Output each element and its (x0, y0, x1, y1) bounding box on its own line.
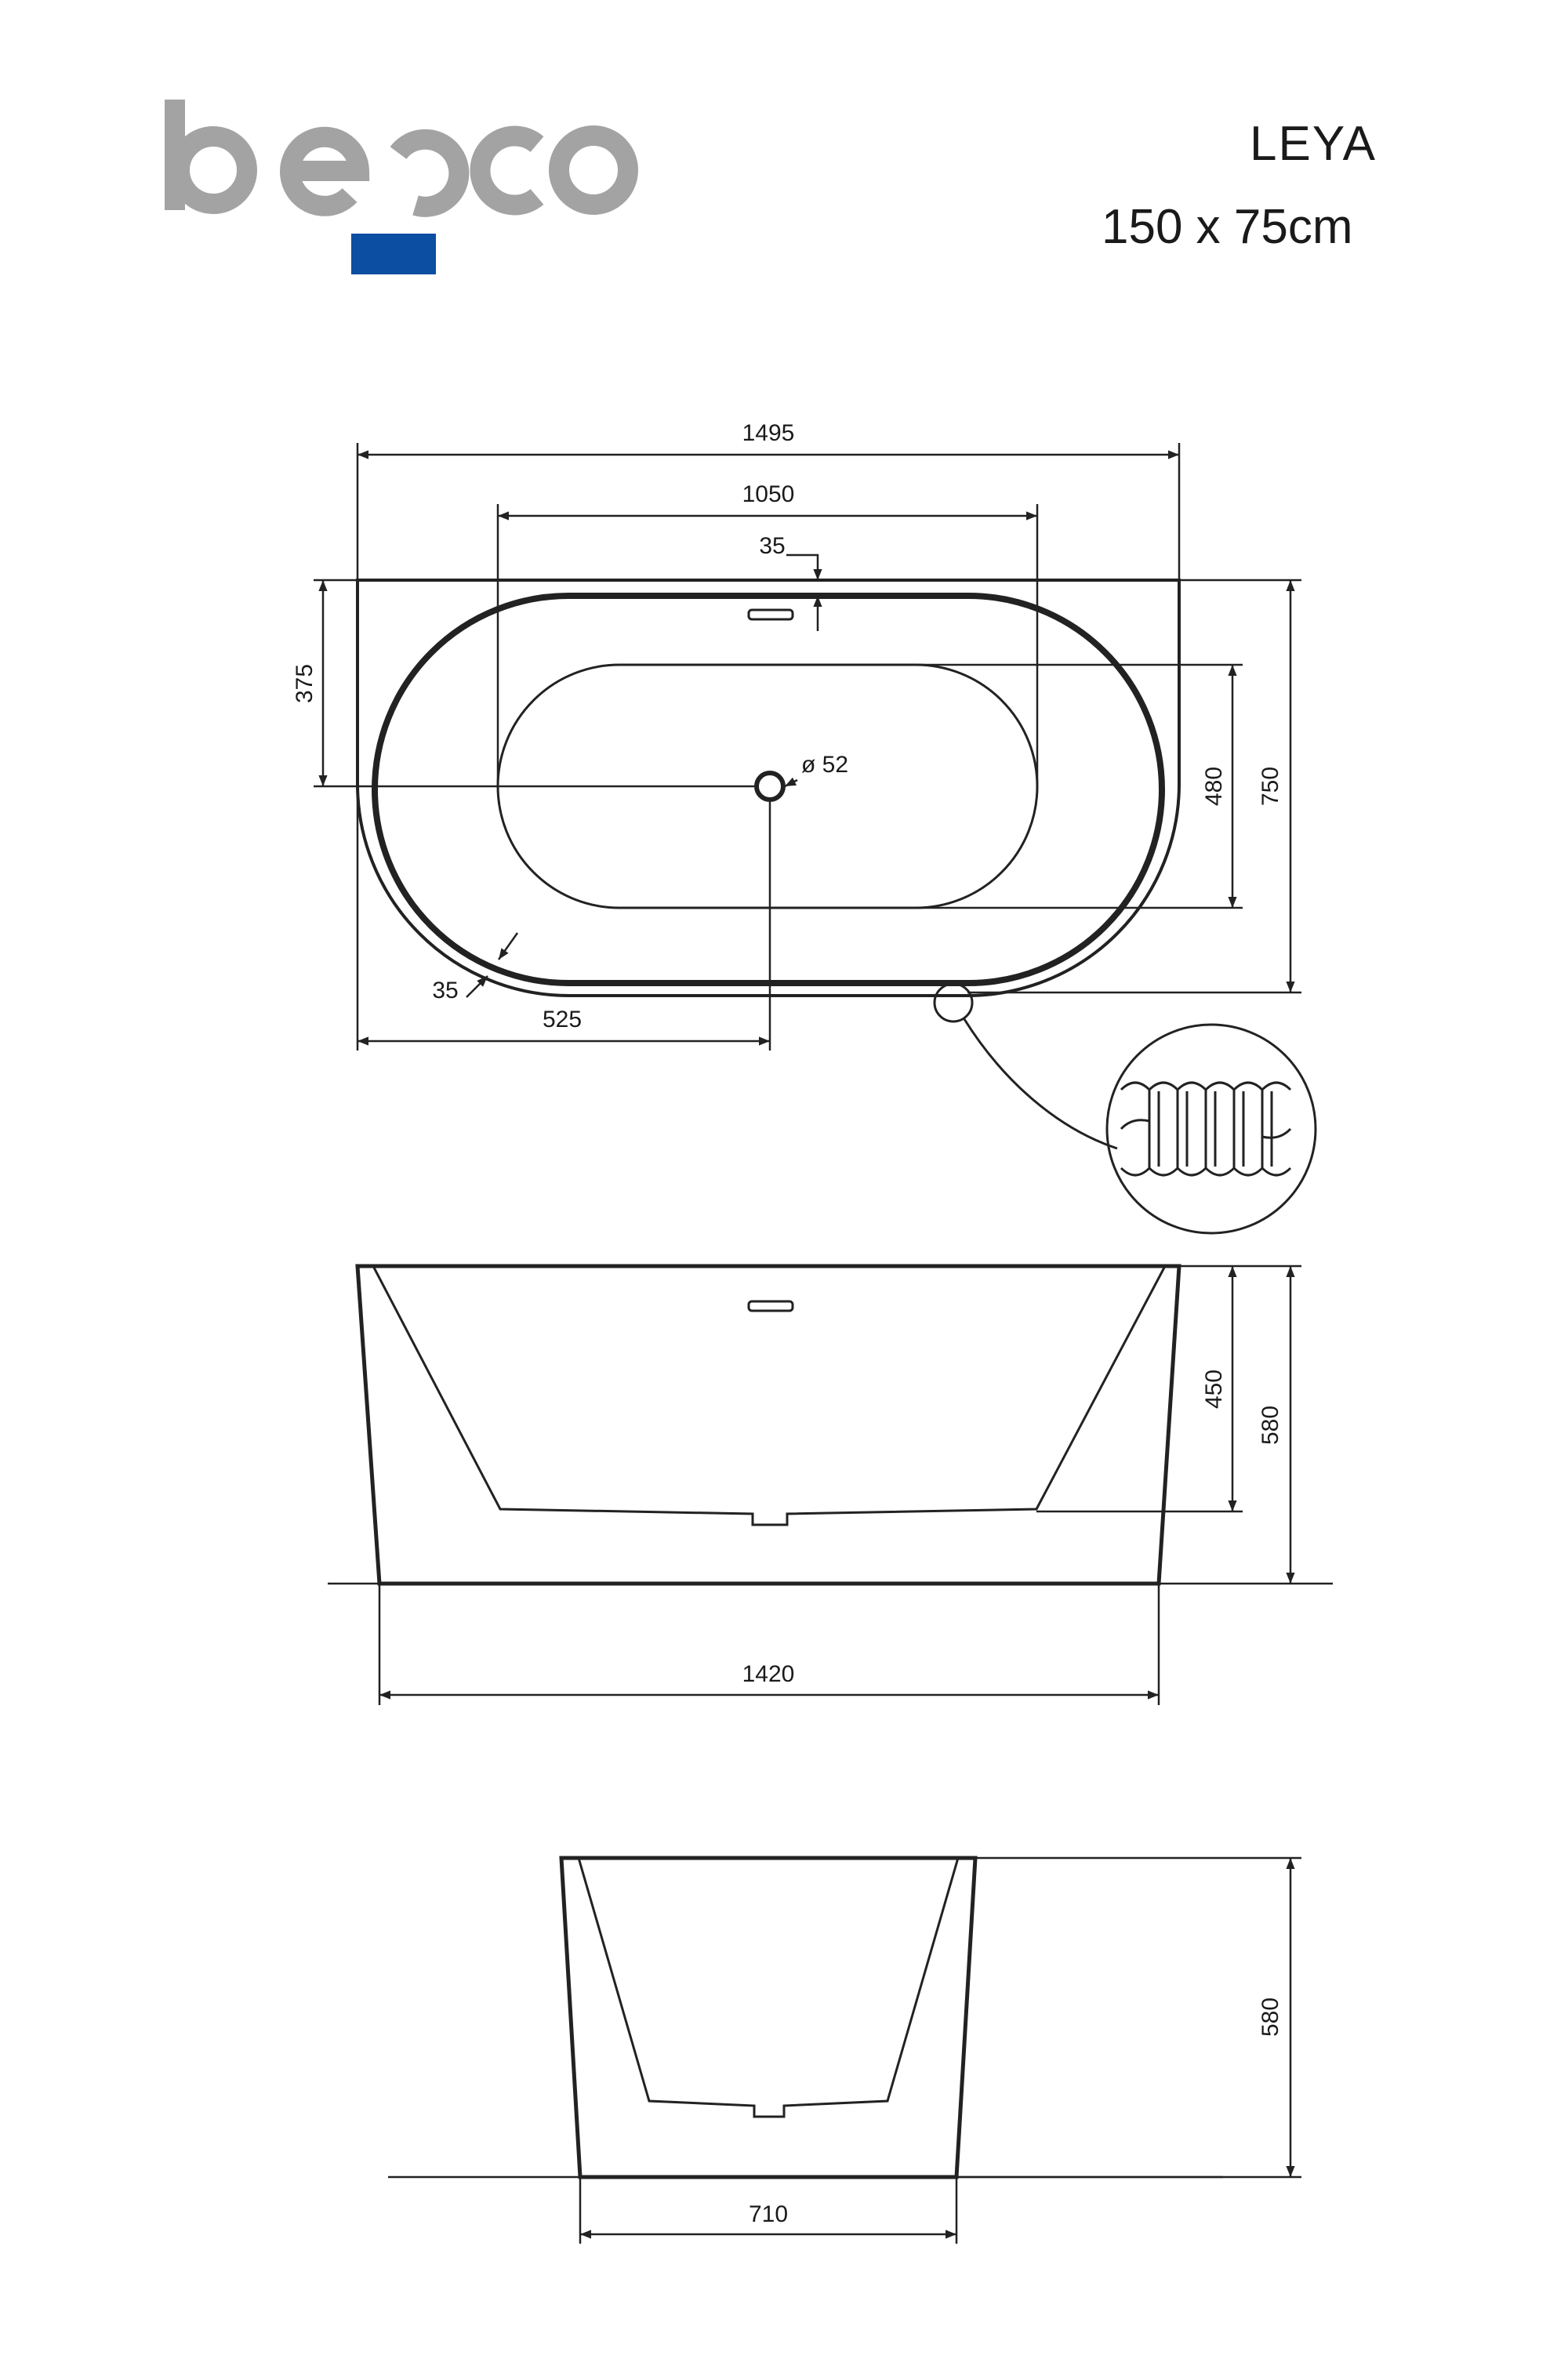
top-view (356, 579, 1181, 1150)
ribbed-panel-detail-icon (1105, 1023, 1317, 1235)
side-view (328, 1264, 1333, 1586)
overflow-slot (747, 608, 794, 621)
side-view-dimensions (378, 1265, 1301, 1705)
dim-inner-length: 1050 (742, 481, 795, 507)
dim-drain-position: 525 (543, 1007, 582, 1032)
model-size: 150 x 75cm (1102, 200, 1353, 254)
dim-end-height: 580 (1258, 1998, 1283, 2037)
besco-logo (165, 100, 638, 274)
model-name: LEYA (1250, 117, 1377, 171)
rim-outline (372, 593, 1165, 986)
top-view-dimensions (314, 443, 1301, 1050)
side-overflow-slot (747, 1300, 794, 1312)
dim-overall-length: 1495 (742, 420, 795, 446)
dim-inner-width: 480 (1201, 767, 1227, 806)
dim-drain-offset: 375 (292, 664, 318, 703)
detail-callout (933, 982, 974, 1023)
dim-base-width: 710 (749, 2201, 788, 2227)
drain-hole (754, 771, 786, 802)
end-view-dimensions (579, 1856, 1301, 2244)
dim-base-length: 1420 (742, 1661, 795, 1687)
dim-side-height: 580 (1258, 1406, 1283, 1445)
dim-inner-depth: 450 (1201, 1370, 1227, 1409)
logo-blue-block (351, 234, 436, 274)
dim-drain-diameter: ø 52 (801, 752, 848, 778)
dim-rim-width: 35 (432, 978, 458, 1003)
end-view (388, 1856, 1223, 2179)
dim-overflow-offset: 35 (759, 533, 785, 559)
dim-overall-width: 750 (1258, 767, 1283, 806)
